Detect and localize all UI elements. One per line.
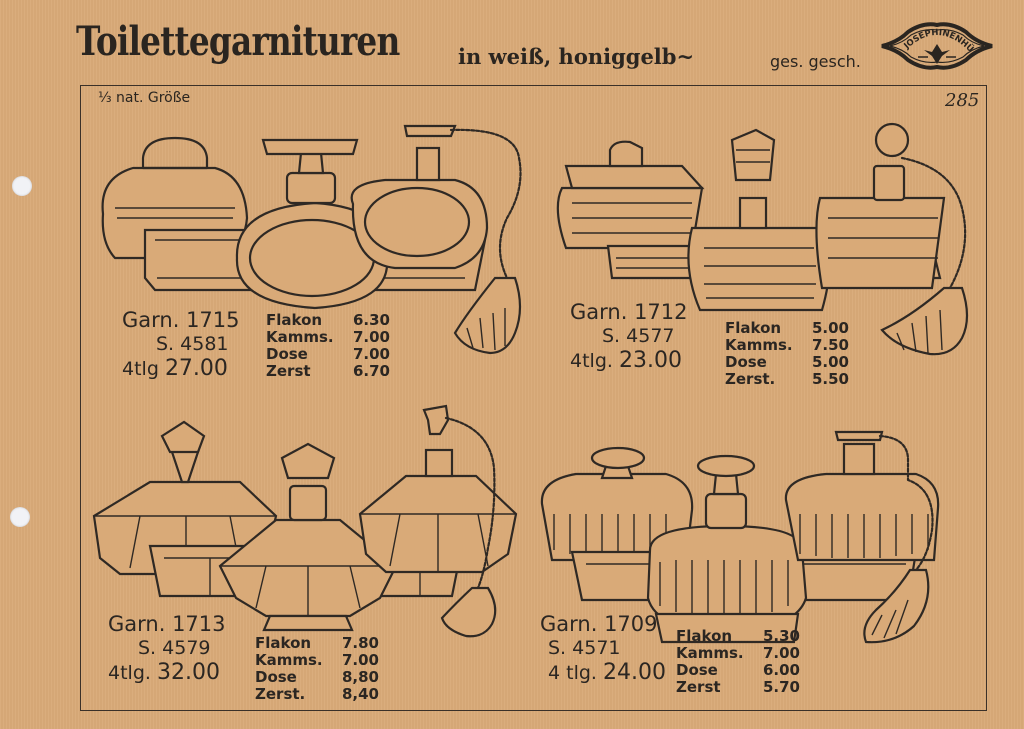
price-row: Kamms.7.50	[725, 336, 849, 354]
price-row: Kamms.7.00	[676, 644, 800, 662]
punch-hole-top	[12, 176, 32, 196]
set-1713-info: Garn. 1713 S. 4579 4tlg. 32.00	[108, 612, 226, 686]
garnitur-number: Garn. 1715	[122, 308, 240, 332]
josephinenhuette-logo: JOSEPHINENHÜTTE	[875, 13, 996, 72]
set-total: 4tlg. 23.00	[570, 348, 688, 374]
price-row: Zerst.8,40	[255, 685, 379, 703]
total-price: 23.00	[618, 348, 682, 373]
set-1709-illustration	[536, 430, 976, 670]
garnitur-number: Garn. 1713	[108, 612, 226, 636]
set-1712-info: Garn. 1712 S. 4577 4tlg. 23.00	[570, 300, 688, 374]
total-price: 24.00	[603, 660, 666, 685]
color-variants: in weiß, honiggelb~	[458, 44, 695, 69]
set-total: 4tlg 27.00	[122, 356, 240, 382]
series-number: S. 4577	[602, 325, 675, 347]
price-row: Kamms.7.00	[255, 651, 379, 669]
set-1712-illustration	[552, 118, 982, 358]
piece-count: 4tlg.	[570, 350, 613, 372]
set-1709-info: Garn. 1709 S. 4571 4 tlg. 24.00	[540, 612, 666, 686]
set-total: 4 tlg. 24.00	[540, 660, 666, 686]
set-1713-illustration	[90, 398, 530, 638]
set-1715-info: Garn. 1715 S. 4581 4tlg 27.00	[122, 308, 240, 382]
punch-hole-bottom	[10, 507, 30, 527]
catalog-frame	[80, 85, 987, 711]
page-number: 285	[945, 90, 980, 111]
piece-count: 4tlg.	[108, 662, 151, 684]
total-price: 27.00	[164, 356, 228, 381]
series-number: S. 4581	[156, 333, 229, 355]
fleur-emblem-icon	[918, 44, 956, 64]
protection-note: ges. gesch.	[770, 52, 861, 71]
set-total: 4tlg. 32.00	[108, 660, 226, 686]
series-number: S. 4571	[548, 637, 621, 659]
piece-count: 4tlg	[122, 358, 159, 380]
scale-note: ⅓ nat. Größe	[98, 90, 191, 106]
garnitur-number: Garn. 1709	[540, 612, 658, 636]
total-price: 32.00	[156, 660, 220, 685]
set-1715-illustration	[95, 118, 535, 358]
garnitur-number: Garn. 1712	[570, 300, 688, 324]
piece-count: 4 tlg.	[548, 662, 597, 684]
price-row: Zerst.5.50	[725, 370, 849, 388]
price-row: Kamms.7.00	[266, 328, 390, 346]
page-title: Toilettegarnituren	[76, 18, 400, 65]
series-number: S. 4579	[138, 637, 211, 659]
